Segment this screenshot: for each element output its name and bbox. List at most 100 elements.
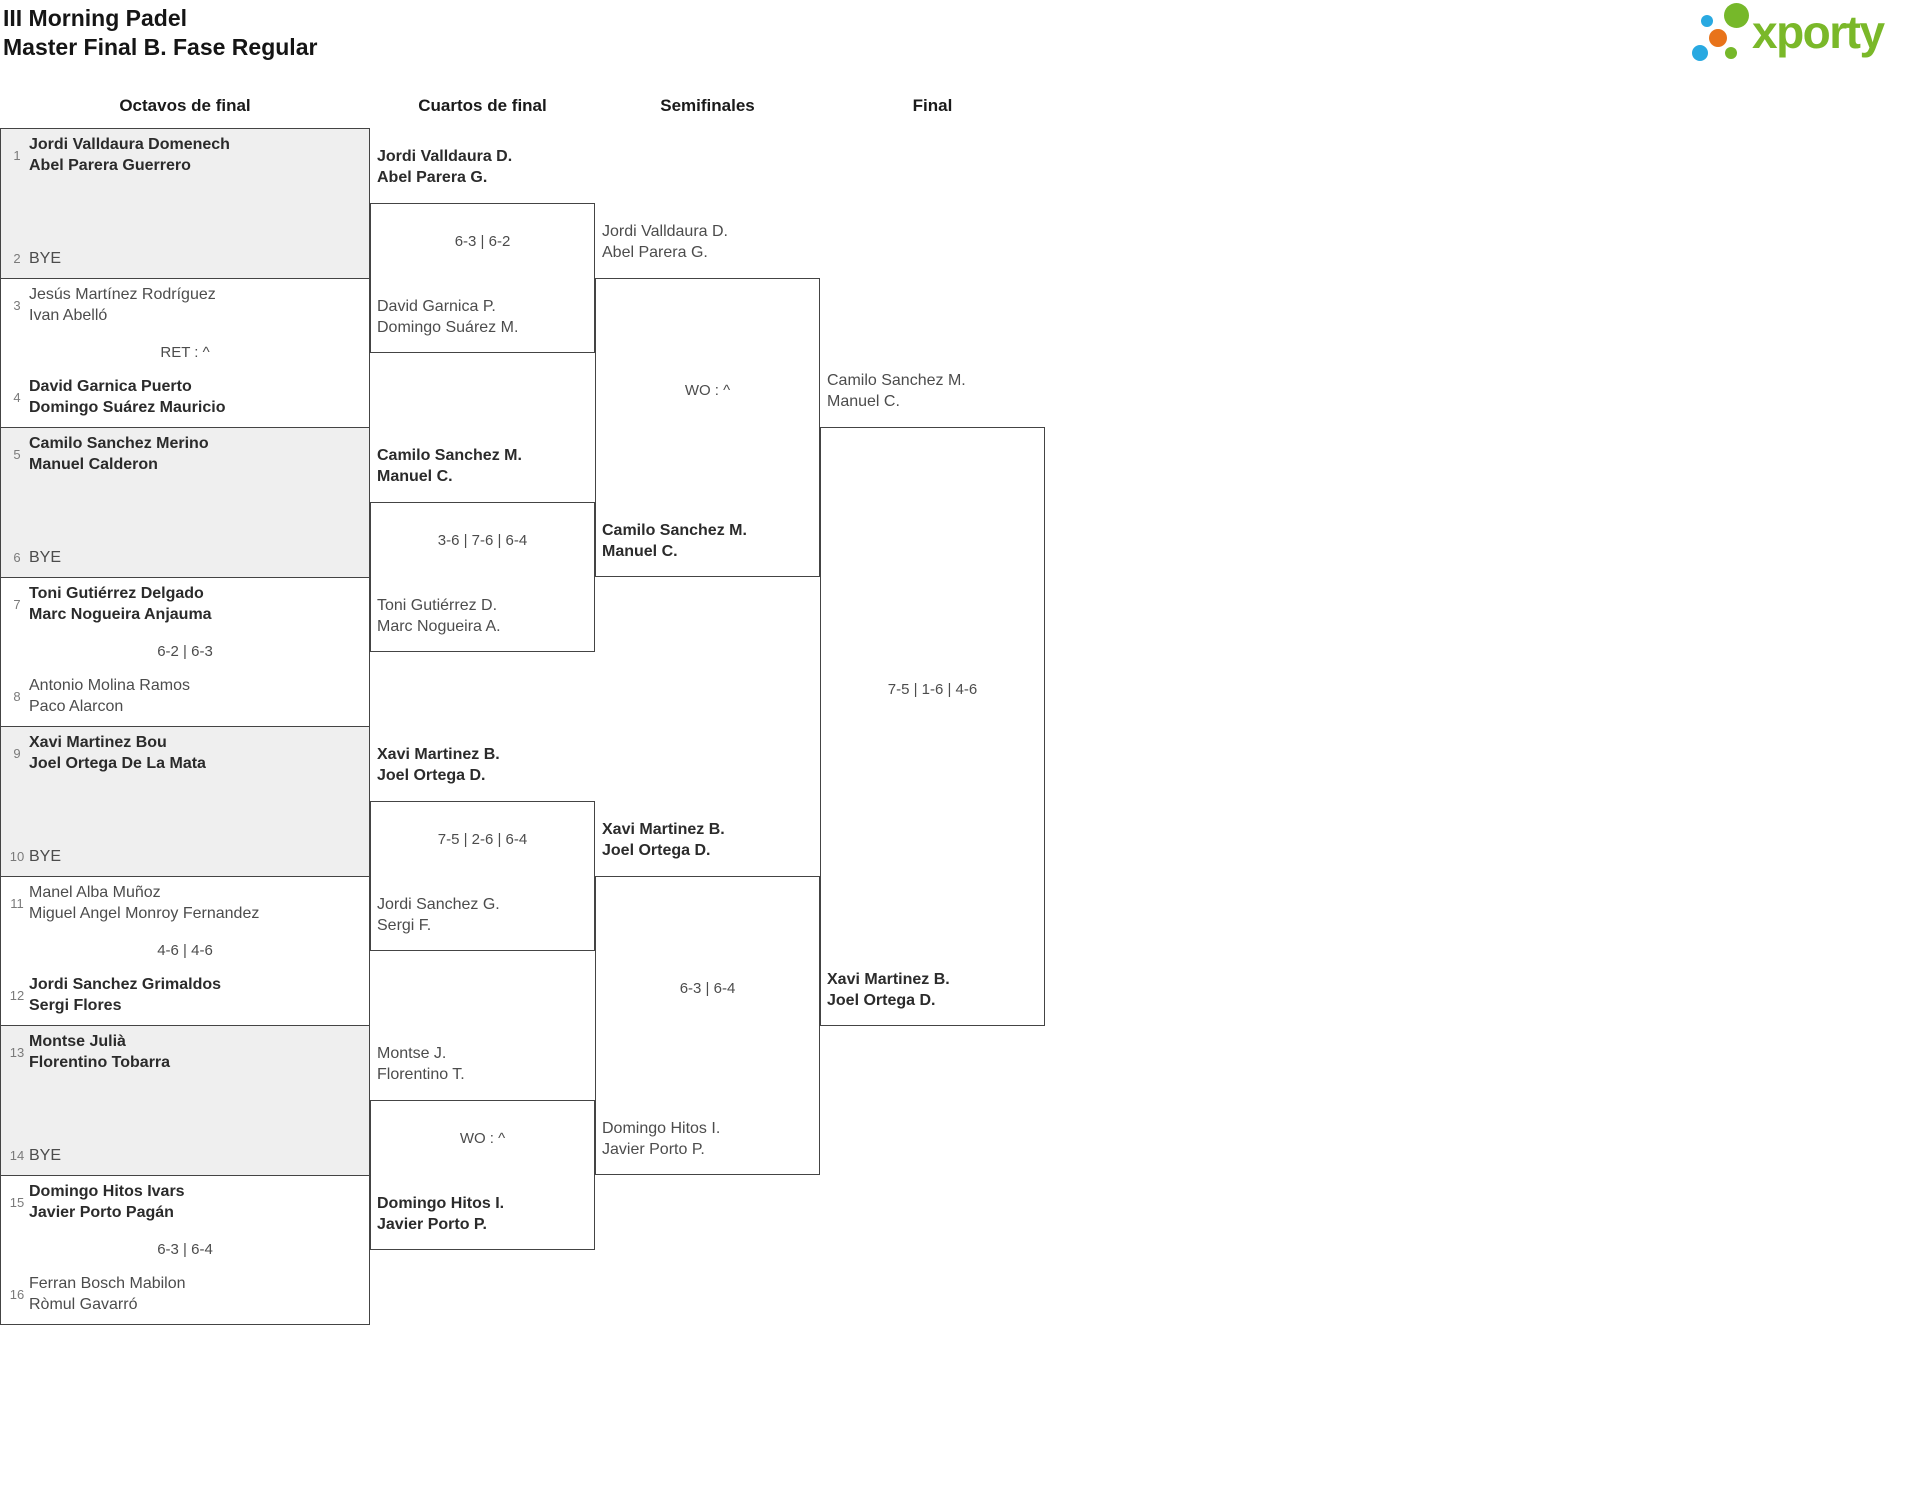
logo-dot-green-large-icon	[1724, 3, 1749, 28]
match-score: RET : ^	[160, 344, 210, 361]
team-names: BYE	[29, 1147, 62, 1164]
sf-team-label: Jordi Valldaura D.Abel Parera G.	[602, 223, 728, 261]
qf-match-score: 3-6 | 7-6 | 6-4	[437, 532, 528, 549]
round-header-semifinales: Semifinales	[660, 96, 755, 115]
team-names: BYE	[29, 549, 62, 566]
seed-number: 14	[9, 1148, 25, 1163]
match-score: 6-3 | 6-4	[157, 1241, 213, 1258]
qf-team-label: Toni Gutiérrez D.Marc Nogueira A.	[377, 597, 501, 635]
sf-team-label: Xavi Martinez B.Joel Ortega D.	[602, 821, 725, 859]
sf-match-2-box	[595, 876, 820, 1175]
final-match-box	[820, 427, 1045, 1026]
tournament-subtitle: Master Final B. Fase Regular	[3, 34, 318, 60]
seed-number: 5	[13, 446, 21, 462]
sf-team-label: Domingo Hitos I.Javier Porto P.	[602, 1120, 721, 1158]
logo-wordmark: xporty	[1752, 6, 1885, 58]
match-score: 6-2 | 6-3	[157, 643, 213, 660]
final-team-label: Camilo Sanchez M.Manuel C.	[827, 372, 966, 410]
qf-team-label: Jordi Sanchez G.Sergi F.	[377, 896, 500, 934]
qf-team-label: Montse J.Florentino T.	[377, 1045, 465, 1083]
qf-match-score: WO : ^	[459, 1130, 506, 1147]
seed-number: 13	[9, 1044, 25, 1060]
qf-team-label: Domingo Hitos I.Javier Porto P.	[377, 1195, 505, 1233]
team-slot-2: 2 BYE	[1, 248, 369, 269]
qf-match-score: 7-5 | 2-6 | 6-4	[437, 831, 528, 848]
qf-match-3-box	[370, 801, 595, 951]
round-header-cuartos: Cuartos de final	[418, 96, 547, 115]
qf-team-label: Jordi Valldaura D.Abel Parera G.	[377, 148, 513, 186]
seed-number: 1	[13, 147, 21, 163]
seed-number: 3	[13, 297, 21, 313]
round-header-final: Final	[912, 96, 953, 115]
team-names: BYE	[29, 848, 62, 865]
qf-match-score: 6-3 | 6-2	[454, 233, 511, 250]
match-score: 4-6 | 4-6	[157, 942, 213, 959]
logo-dot-blue-icon	[1692, 45, 1708, 61]
seed-number: 9	[13, 745, 21, 761]
seed-number: 6	[13, 550, 21, 565]
sf-match-score: 6-3 | 6-4	[679, 980, 736, 997]
team-slot-14: 14 BYE	[1, 1145, 369, 1166]
logo-dot-blue-small-icon	[1701, 15, 1713, 27]
seed-number: 2	[13, 251, 21, 266]
qf-team-label: Camilo Sanchez M.Manuel C.	[377, 447, 522, 485]
qf-team-label: David Garnica P.Domingo Suárez M.	[377, 298, 519, 336]
qf-match-1-box	[370, 203, 595, 353]
seed-number: 8	[13, 688, 21, 704]
team-slot-10: 10 BYE	[1, 846, 369, 867]
seed-number: 15	[9, 1194, 25, 1210]
seed-number: 12	[9, 987, 25, 1003]
seed-number: 7	[13, 596, 21, 612]
seed-number: 16	[9, 1286, 25, 1302]
tournament-title-block: III Morning Padel Master Final B. Fase R…	[3, 4, 317, 62]
sf-match-1-box	[595, 278, 820, 577]
logo-dot-orange-icon	[1709, 29, 1727, 47]
round-header-octavos: Octavos de final	[119, 96, 251, 115]
team-slot-6: 6 BYE	[1, 547, 369, 568]
xporty-logo[interactable]: xporty	[1690, 0, 1920, 70]
final-team-label: Xavi Martinez B.Joel Ortega D.	[827, 971, 950, 1009]
team-names: BYE	[29, 250, 62, 267]
seed-number: 10	[9, 849, 25, 864]
tournament-title: III Morning Padel	[3, 5, 188, 31]
logo-dot-green-small-icon	[1725, 47, 1737, 59]
qf-match-4-box	[370, 1100, 595, 1250]
qf-team-label: Xavi Martinez B.Joel Ortega D.	[377, 746, 500, 784]
seed-number: 4	[13, 389, 21, 405]
sf-team-label: Camilo Sanchez M.Manuel C.	[602, 522, 747, 560]
qf-match-2-box	[370, 502, 595, 652]
sf-match-score: WO : ^	[684, 382, 731, 399]
